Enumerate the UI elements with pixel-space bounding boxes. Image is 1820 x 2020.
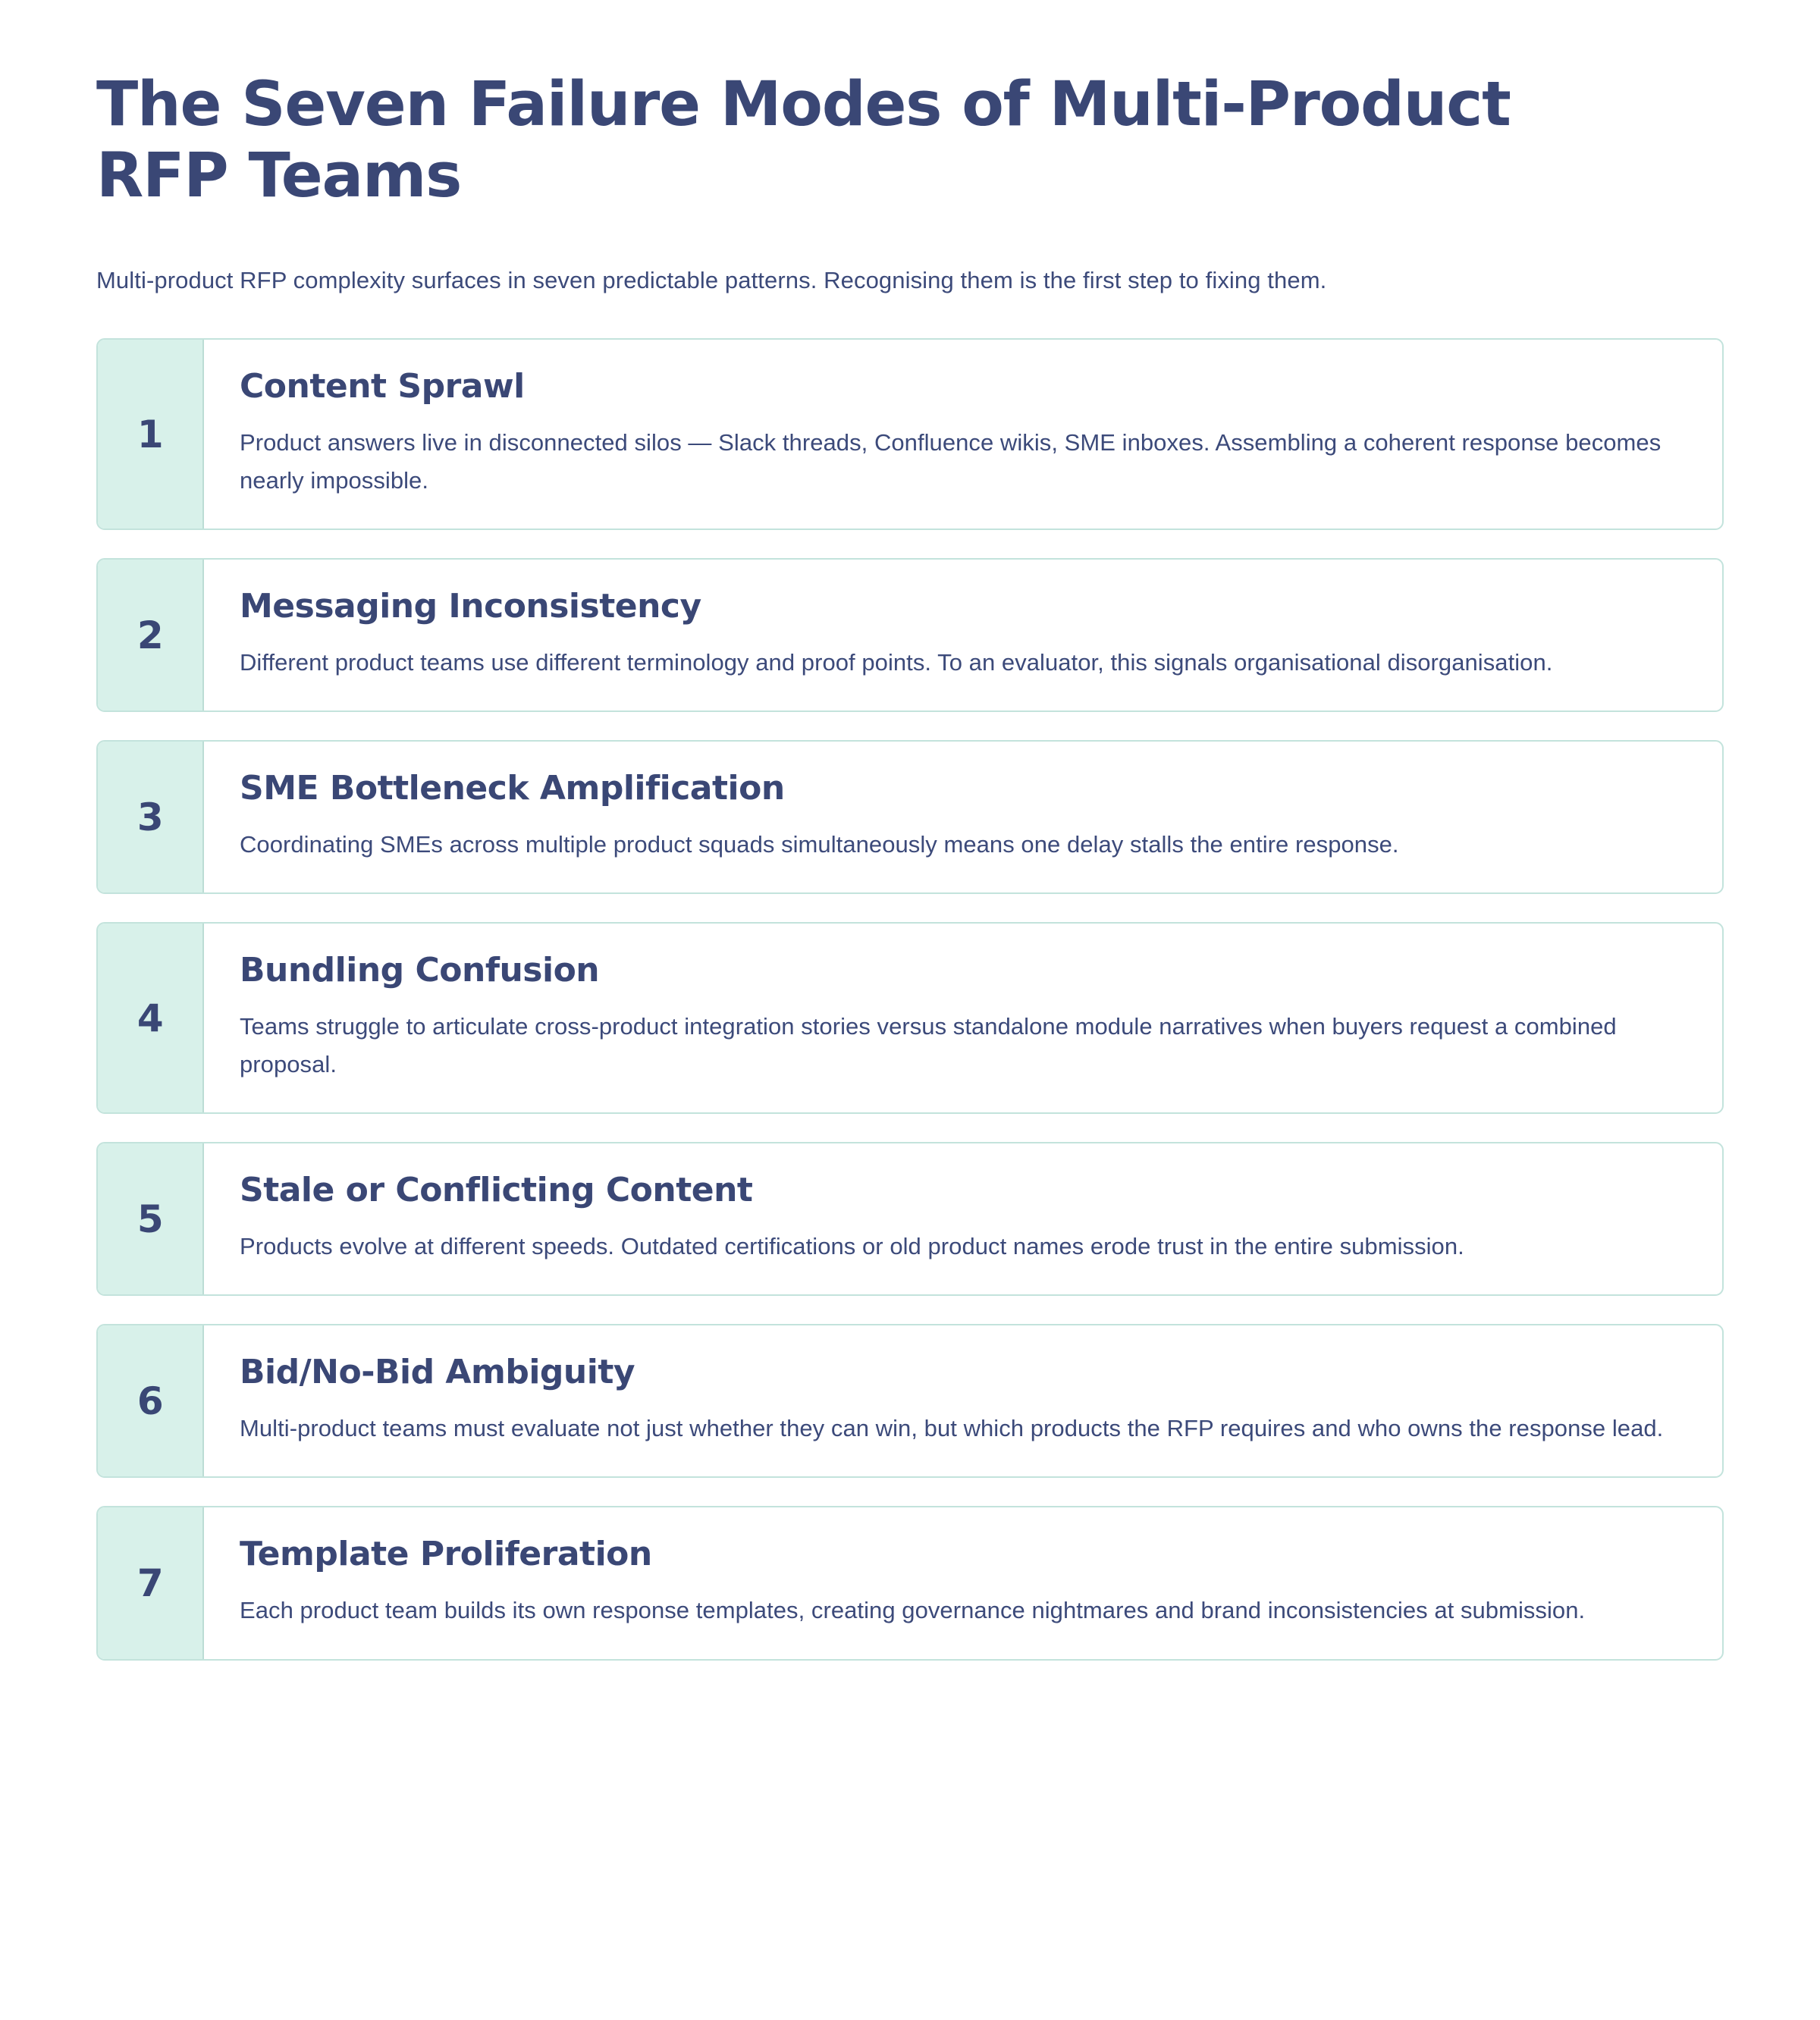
card-body: Messaging Inconsistency Different produc… (204, 560, 1722, 710)
card-description: Product answers live in disconnected sil… (240, 428, 1662, 494)
card-number: 1 (136, 412, 164, 456)
failure-card: 2 Messaging Inconsistency Different prod… (96, 558, 1724, 713)
card-description: Multi-product teams must evaluate not ju… (240, 1415, 1664, 1442)
card-number-column: 4 (98, 924, 204, 1113)
card-number: 5 (136, 1197, 164, 1241)
card-heading: Messaging Inconsistency (240, 587, 701, 626)
card-body: Template Proliferation Each product team… (204, 1507, 1722, 1658)
card-number-column: 6 (98, 1325, 204, 1477)
card-number: 6 (136, 1379, 164, 1423)
failure-modes-list: 1 Content Sprawl Product answers live in… (96, 299, 1724, 1661)
card-heading: Content Sprawl (240, 366, 525, 406)
card-body: Content Sprawl Product answers live in d… (204, 340, 1722, 529)
failure-card: 4 Bundling Confusion Teams struggle to a… (96, 922, 1724, 1115)
card-number-column: 1 (98, 339, 204, 529)
page-title: The Seven Failure Modes of Multi-Product… (96, 69, 1511, 212)
card-heading: Stale or Conflicting Content (240, 1171, 753, 1210)
card-number-column: 3 (98, 742, 204, 893)
card-description: Products evolve at different speeds. Out… (240, 1233, 1464, 1260)
page-subtitle: Multi-product RFP complexity surfaces in… (96, 266, 1327, 293)
card-number: 3 (136, 795, 164, 839)
card-description: Each product team builds its own respons… (240, 1597, 1586, 1624)
failure-card: 7 Template Proliferation Each product te… (96, 1506, 1724, 1661)
failure-card: 6 Bid/No-Bid Ambiguity Multi-product tea… (96, 1324, 1724, 1479)
card-heading: Bid/No-Bid Ambiguity (240, 1353, 635, 1392)
card-number: 7 (136, 1560, 164, 1605)
card-number-column: 2 (98, 560, 204, 711)
card-body: SME Bottleneck Amplification Coordinatin… (204, 742, 1722, 892)
failure-card: 3 SME Bottleneck Amplification Coordinat… (96, 740, 1724, 895)
card-heading: SME Bottleneck Amplification (240, 769, 785, 808)
card-heading: Template Proliferation (240, 1535, 652, 1574)
failure-card: 5 Stale or Conflicting Content Products … (96, 1142, 1724, 1297)
card-body: Bid/No-Bid Ambiguity Multi-product teams… (204, 1325, 1722, 1476)
card-body: Bundling Confusion Teams struggle to art… (204, 924, 1722, 1112)
card-heading: Bundling Confusion (240, 951, 600, 990)
card-description: Coordinating SMEs across multiple produc… (240, 831, 1399, 858)
failure-card: 1 Content Sprawl Product answers live in… (96, 337, 1724, 531)
card-number: 4 (136, 996, 164, 1040)
card-number: 2 (136, 613, 164, 657)
card-number-column: 5 (98, 1143, 204, 1295)
card-description: Different product teams use different te… (240, 648, 1553, 676)
card-body: Stale or Conflicting Content Products ev… (204, 1143, 1722, 1294)
card-description: Teams struggle to articulate cross-produ… (240, 1013, 1617, 1078)
card-number-column: 7 (98, 1507, 204, 1659)
